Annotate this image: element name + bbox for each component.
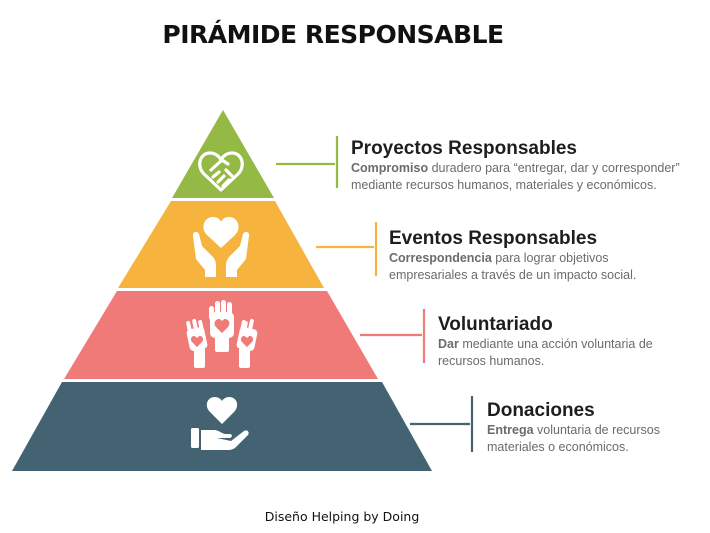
level-title: Eventos Responsables	[389, 228, 598, 249]
level-text-voluntariado: Voluntariado Dar mediante una acción vol…	[438, 314, 688, 370]
page-title: PIRÁMIDE RESPONSABLE	[162, 20, 504, 49]
pyramid-level-donaciones[interactable]	[12, 382, 432, 471]
level-title: Donaciones	[487, 400, 595, 421]
level-description: Entrega voluntaria de recursos materiale…	[487, 423, 660, 454]
hand-giving-heart-icon	[191, 397, 249, 450]
level-text-proyectos: Proyectos Responsables Compromiso durade…	[351, 138, 691, 194]
level-text-donaciones: Donaciones Entrega voluntaria de recurso…	[487, 400, 697, 456]
level-text-eventos: Eventos Responsables Correspondencia par…	[389, 228, 689, 284]
connector-eventos	[316, 222, 378, 276]
level-title: Voluntariado	[438, 314, 553, 335]
connector-voluntariado	[360, 309, 426, 363]
raised-hands-hearts-icon	[186, 300, 258, 368]
pyramid-level-proyectos[interactable]	[172, 110, 274, 198]
design-credit: Diseño Helping by Doing	[264, 509, 420, 524]
level-title: Proyectos Responsables	[351, 138, 577, 159]
handshake-heart-icon	[198, 151, 244, 192]
level-description: Compromiso duradero para “entregar, dar …	[351, 161, 680, 192]
level-description: Correspondencia para lograr objetivos em…	[389, 251, 637, 282]
connector-proyectos	[276, 136, 339, 188]
hands-holding-heart-icon	[192, 217, 250, 277]
connector-donaciones	[410, 396, 474, 452]
level-description: Dar mediante una acción voluntaria de re…	[438, 337, 653, 368]
